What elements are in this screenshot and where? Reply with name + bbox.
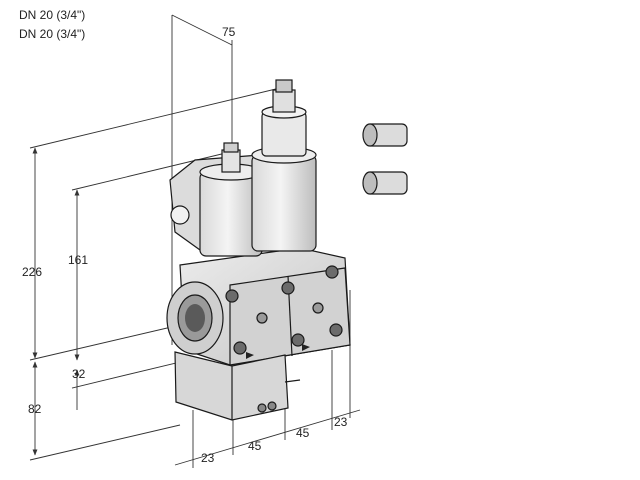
dim-label-82: 82: [28, 402, 42, 416]
dim-label-45-a: 45: [248, 439, 262, 453]
flow-arrow-2: [302, 344, 310, 351]
dim-bottom-run: [174, 409, 361, 466]
switch-screw-1: [257, 403, 267, 413]
dim-bottom-ext: [29, 324, 181, 361]
test-nipple-2: [312, 302, 324, 314]
dim-label-226: 226: [22, 265, 42, 279]
adjuster: [272, 89, 296, 113]
bracket-hole: [170, 205, 190, 225]
switch-screw-2: [267, 401, 277, 411]
dim-161-ext-top: [71, 151, 231, 191]
test-nipple-1: [256, 312, 268, 324]
cable-gland-2-end: [362, 171, 378, 195]
bolt-3: [325, 265, 339, 279]
switch-pin: [284, 379, 301, 383]
dim-226-ext-top: [29, 87, 281, 149]
caption-line-1: DN 20 (3/4"): [19, 8, 86, 22]
bolt-1: [225, 289, 239, 303]
dim-label-23-front: 23: [201, 451, 215, 465]
dim-label-161: 161: [68, 253, 88, 267]
solenoid-left-cap: [221, 149, 241, 173]
adjuster-knob: [275, 79, 293, 93]
flow-arrow-1: [246, 352, 254, 359]
bolt-2: [281, 281, 295, 295]
bolt-4: [233, 341, 247, 355]
caption-line-2: DN 20 (3/4"): [19, 27, 86, 41]
dim-82-ext: [29, 424, 181, 461]
dim-32-ext: [71, 361, 181, 389]
cable-gland-1-end: [362, 123, 378, 147]
dim-label-23-right: 23: [334, 415, 348, 429]
dim-75-ext-a: [171, 14, 233, 46]
dimension-labels: 75 226 161 32 82 23 45 45 23: [22, 25, 348, 465]
valve-body: [166, 79, 351, 421]
cable-glands: [362, 123, 408, 195]
bolt-6: [329, 323, 343, 337]
bolt-5: [291, 333, 305, 347]
dim-label-45-b: 45: [296, 426, 310, 440]
dim-label-32: 32: [72, 367, 86, 381]
solenoid-right: [251, 154, 317, 252]
inlet-bore: [185, 304, 205, 332]
dim-label-75: 75: [222, 25, 236, 39]
solenoid-left-knob: [223, 142, 239, 153]
